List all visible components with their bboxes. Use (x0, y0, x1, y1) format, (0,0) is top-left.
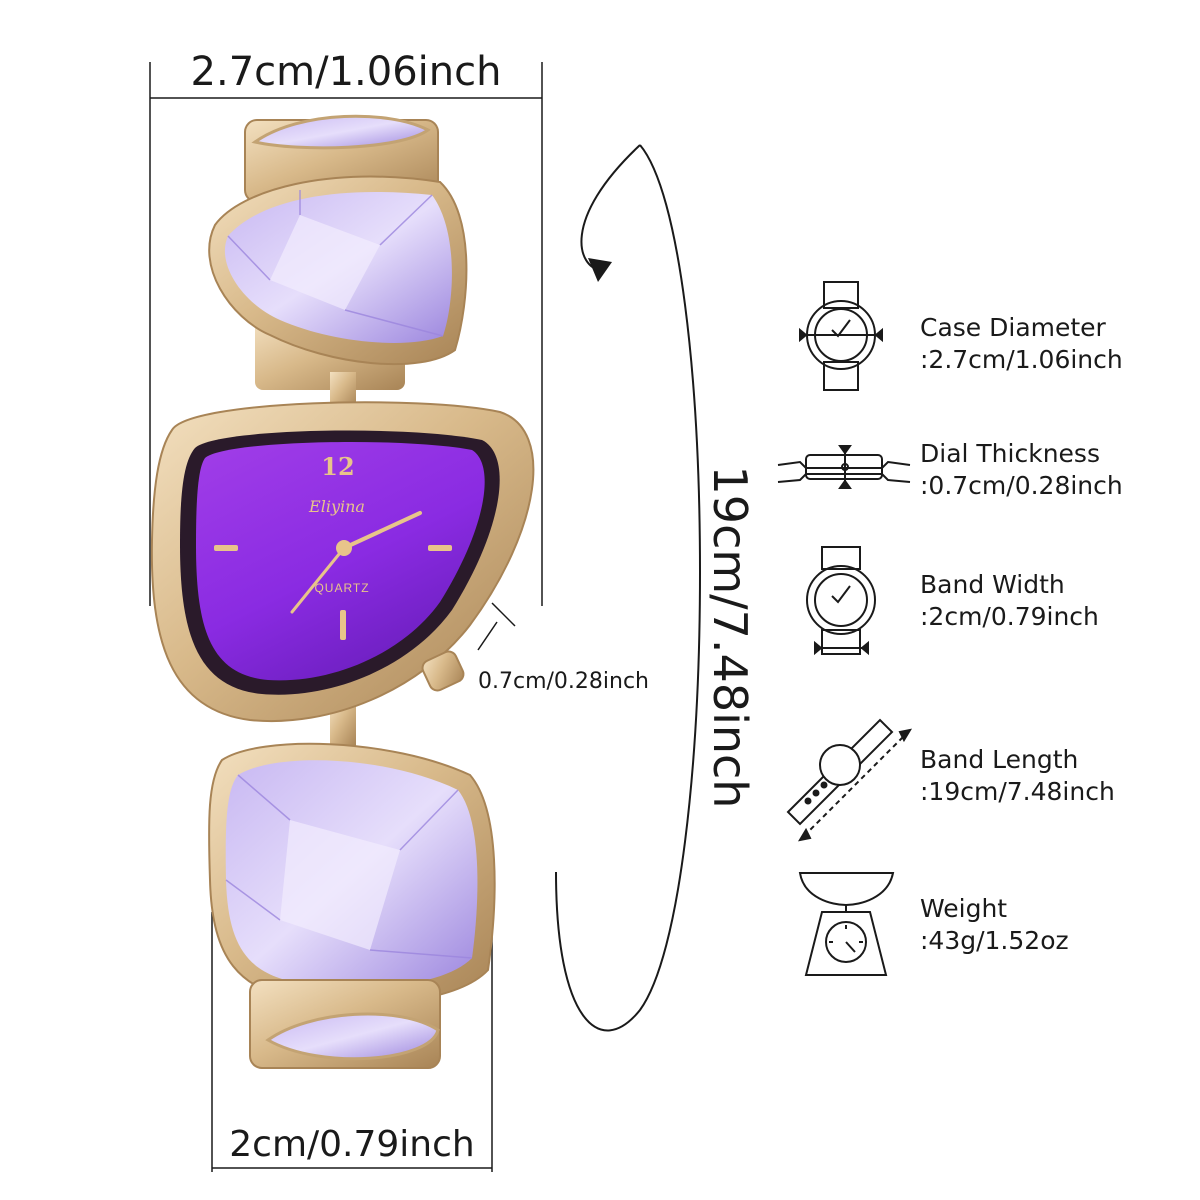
top-gem-link (208, 175, 468, 390)
spec-band-width: Band Width :2cm/0.79inch (920, 569, 1190, 633)
arc-arrowhead (588, 258, 612, 282)
thickness-dimension (477, 602, 516, 651)
watch-side-icon (777, 445, 911, 489)
spec-weight: Weight :43g/1.52oz (920, 893, 1190, 957)
spec-label: Band Length (920, 745, 1079, 774)
thickness-label: 0.7cm/0.28inch (478, 669, 650, 694)
spec-label: Band Width (920, 570, 1065, 599)
spec-value: :2.7cm/1.06inch (920, 345, 1123, 374)
case-width-label: 2.7cm/1.06inch (190, 49, 502, 95)
scale-icon (798, 872, 895, 976)
spec-value: :19cm/7.48inch (920, 777, 1115, 806)
band-length-label: 19cm/7.48inch (703, 465, 757, 809)
spec-value: :0.7cm/0.28inch (920, 471, 1123, 500)
bottom-gem-link (208, 742, 496, 1005)
dial-brand: Eliyina (309, 497, 365, 516)
watch-illustration (150, 114, 535, 1069)
watch-band-width-icon (806, 546, 876, 656)
spec-case-diameter: Case Diameter :2.7cm/1.06inch (920, 312, 1190, 376)
spec-dial-thickness: Dial Thickness :0.7cm/0.28inch (920, 438, 1190, 502)
spec-value: :43g/1.52oz (920, 926, 1069, 955)
bottom-link-small (249, 979, 441, 1069)
spec-label: Case Diameter (920, 313, 1106, 342)
spec-band-length: Band Length :19cm/7.48inch (920, 744, 1190, 808)
spec-label: Dial Thickness (920, 439, 1100, 468)
watch-strap-icon (786, 718, 913, 842)
band-length-arc (555, 144, 701, 1032)
crown (421, 650, 465, 692)
spec-value: :2cm/0.79inch (920, 602, 1099, 631)
spec-label: Weight (920, 894, 1008, 923)
watch-case (150, 401, 535, 722)
case-width-dimension (149, 62, 543, 606)
dial-numeral-12: 12 (321, 452, 355, 481)
band-width-label: 2cm/0.79inch (229, 1124, 475, 1165)
dial-movement: QUARTZ (314, 581, 370, 595)
band-width-dimension (211, 912, 493, 1172)
watch-case-icon (799, 281, 883, 391)
